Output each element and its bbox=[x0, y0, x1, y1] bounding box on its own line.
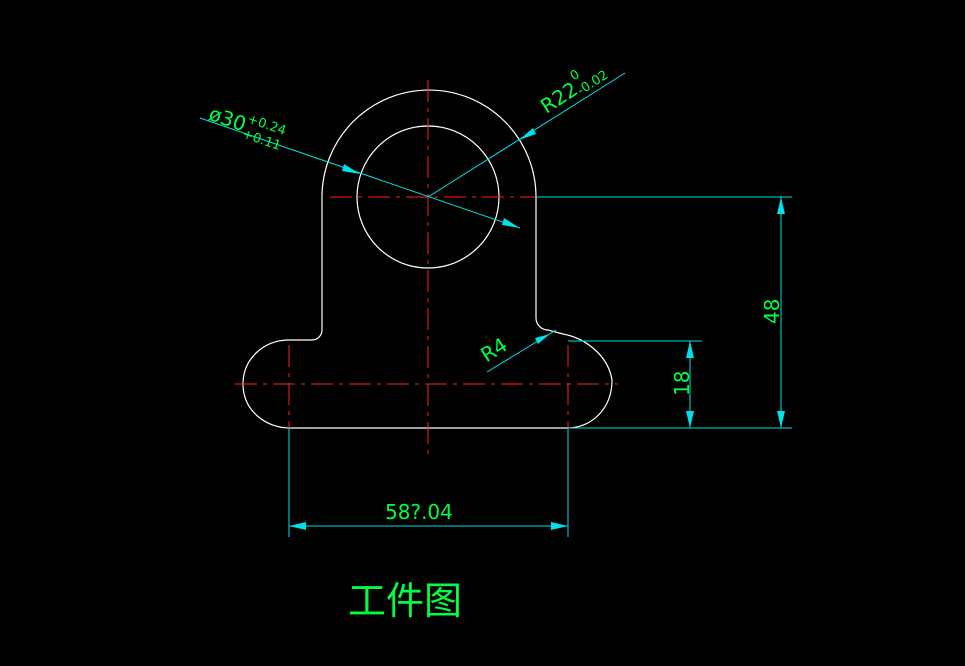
dimension-text: ø30 +0.24 +0.11 R22 0 -0.02 R4 48 18 58?… bbox=[206, 67, 784, 524]
center-height-text: 48 bbox=[760, 299, 784, 324]
bore-arrow-2 bbox=[502, 218, 520, 228]
outer-radius-arrow bbox=[519, 128, 536, 140]
hole-spacing-text: 58?.04 bbox=[385, 500, 453, 524]
drawing-title: 工件图 bbox=[348, 579, 462, 623]
base-height-text: 18 bbox=[670, 371, 694, 396]
base-height-arrow-top bbox=[686, 341, 694, 358]
fillet-radius-arrow bbox=[535, 334, 550, 344]
bore-arrow-1 bbox=[342, 164, 360, 174]
center-height-arrow-top bbox=[777, 197, 785, 214]
center-height-arrow-bottom bbox=[777, 411, 785, 428]
base-height-arrow-bottom bbox=[686, 411, 694, 428]
outer-radius-lower-tolerance: -0.02 bbox=[575, 68, 611, 99]
part-profile bbox=[242, 89, 613, 429]
dimension-lines bbox=[199, 72, 792, 537]
bore-diameter-leader bbox=[199, 117, 521, 229]
center-lines bbox=[235, 80, 618, 455]
hole-spacing-arrow-left bbox=[289, 522, 306, 530]
hole-spacing-arrow-right bbox=[551, 522, 568, 530]
fillet-radius-text: R4 bbox=[476, 333, 511, 367]
